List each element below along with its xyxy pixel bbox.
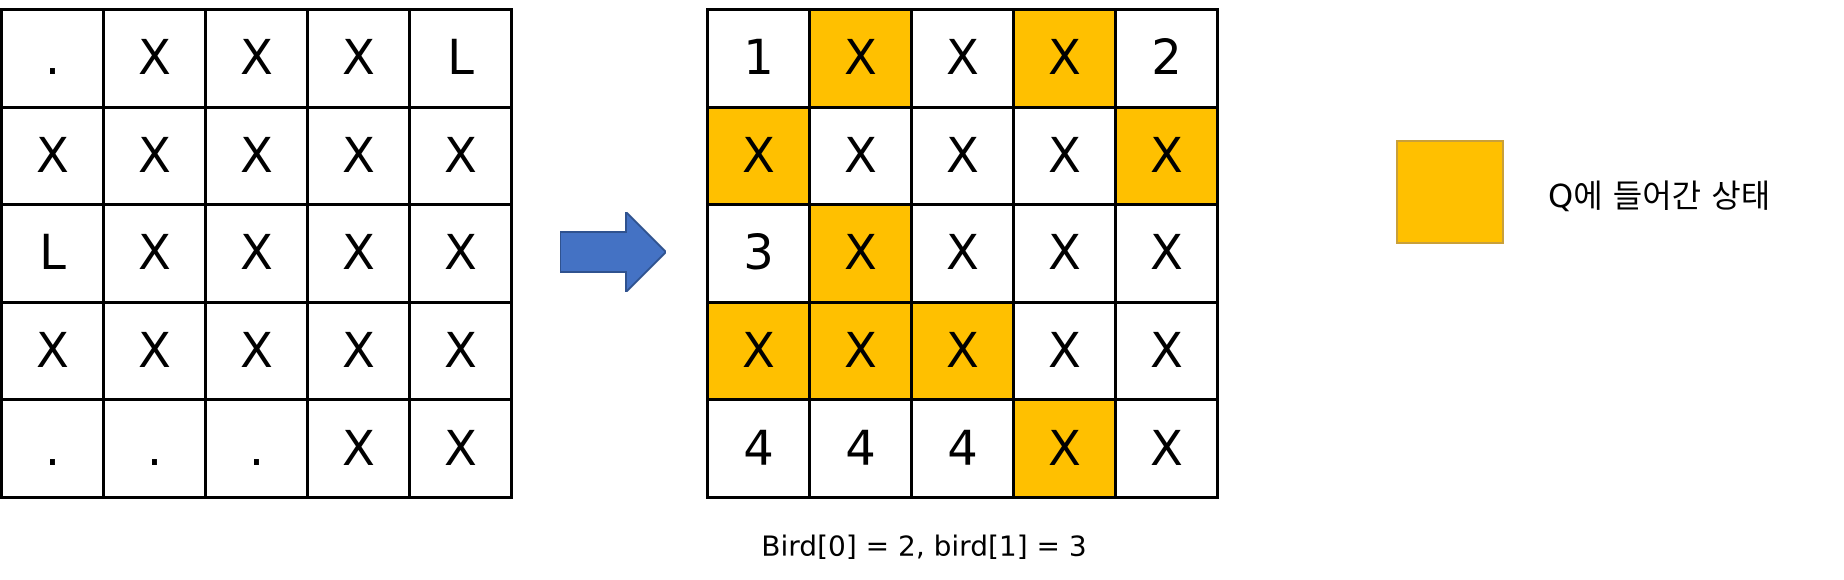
grid-cell: X (105, 206, 207, 304)
grid-cell: X (811, 303, 913, 402)
grid-cell: X (913, 206, 1015, 304)
grid-cell: L (3, 206, 105, 304)
grid-cell: X (1015, 206, 1117, 304)
grid-cell: X (207, 303, 309, 402)
grid-cell: X (811, 11, 913, 109)
grid-cell: X (811, 108, 913, 207)
grid-cell: X (913, 11, 1015, 109)
grid-cell: X (411, 206, 513, 304)
legend-swatch (1396, 140, 1504, 244)
grid-cell: X (105, 11, 207, 109)
grid-cell: X (1015, 401, 1117, 499)
grid-cell: X (411, 108, 513, 207)
grid-cell: X (1015, 108, 1117, 207)
caption: Bird[0] = 2, bird[1] = 3 (761, 529, 1087, 563)
grid-cell: . (105, 401, 207, 499)
grid-cell: X (913, 108, 1015, 207)
grid-cell: X (411, 303, 513, 402)
grid-cell: X (309, 303, 411, 402)
grid-cell: X (309, 108, 411, 207)
grid-cell: X (207, 11, 309, 109)
grid-cell: X (1117, 206, 1219, 304)
grid-cell: 2 (1117, 11, 1219, 109)
grid-cell: X (811, 206, 913, 304)
grid-cell: X (105, 108, 207, 207)
grid-cell: X (709, 303, 811, 402)
grid-cell: 4 (709, 401, 811, 499)
grid-cell: X (1015, 11, 1117, 109)
grid-cell: . (3, 401, 105, 499)
grid-cell: X (309, 206, 411, 304)
grid-cell: X (1117, 303, 1219, 402)
grid-cell: 4 (811, 401, 913, 499)
grid-cell: . (207, 401, 309, 499)
grid-cell: X (309, 401, 411, 499)
right-arrow-icon (560, 212, 666, 292)
grid-cell: X (1117, 108, 1219, 207)
grid-cell: L (411, 11, 513, 109)
grid-cell: X (913, 303, 1015, 402)
grid-cell: 1 (709, 11, 811, 109)
grid-cell: 3 (709, 206, 811, 304)
grid-cell: X (105, 303, 207, 402)
grid-cell: 4 (913, 401, 1015, 499)
grid-cell: X (3, 108, 105, 207)
grid-cell: X (207, 108, 309, 207)
legend-label: Q에 들어간 상태 (1548, 177, 1771, 215)
grid-cell: X (709, 108, 811, 207)
grid-cell: X (207, 206, 309, 304)
grid-cell: . (3, 11, 105, 109)
grid-cell: X (309, 11, 411, 109)
grid-cell: X (3, 303, 105, 402)
grid-cell: X (411, 401, 513, 499)
grid-cell: X (1117, 401, 1219, 499)
grid-cell: X (1015, 303, 1117, 402)
